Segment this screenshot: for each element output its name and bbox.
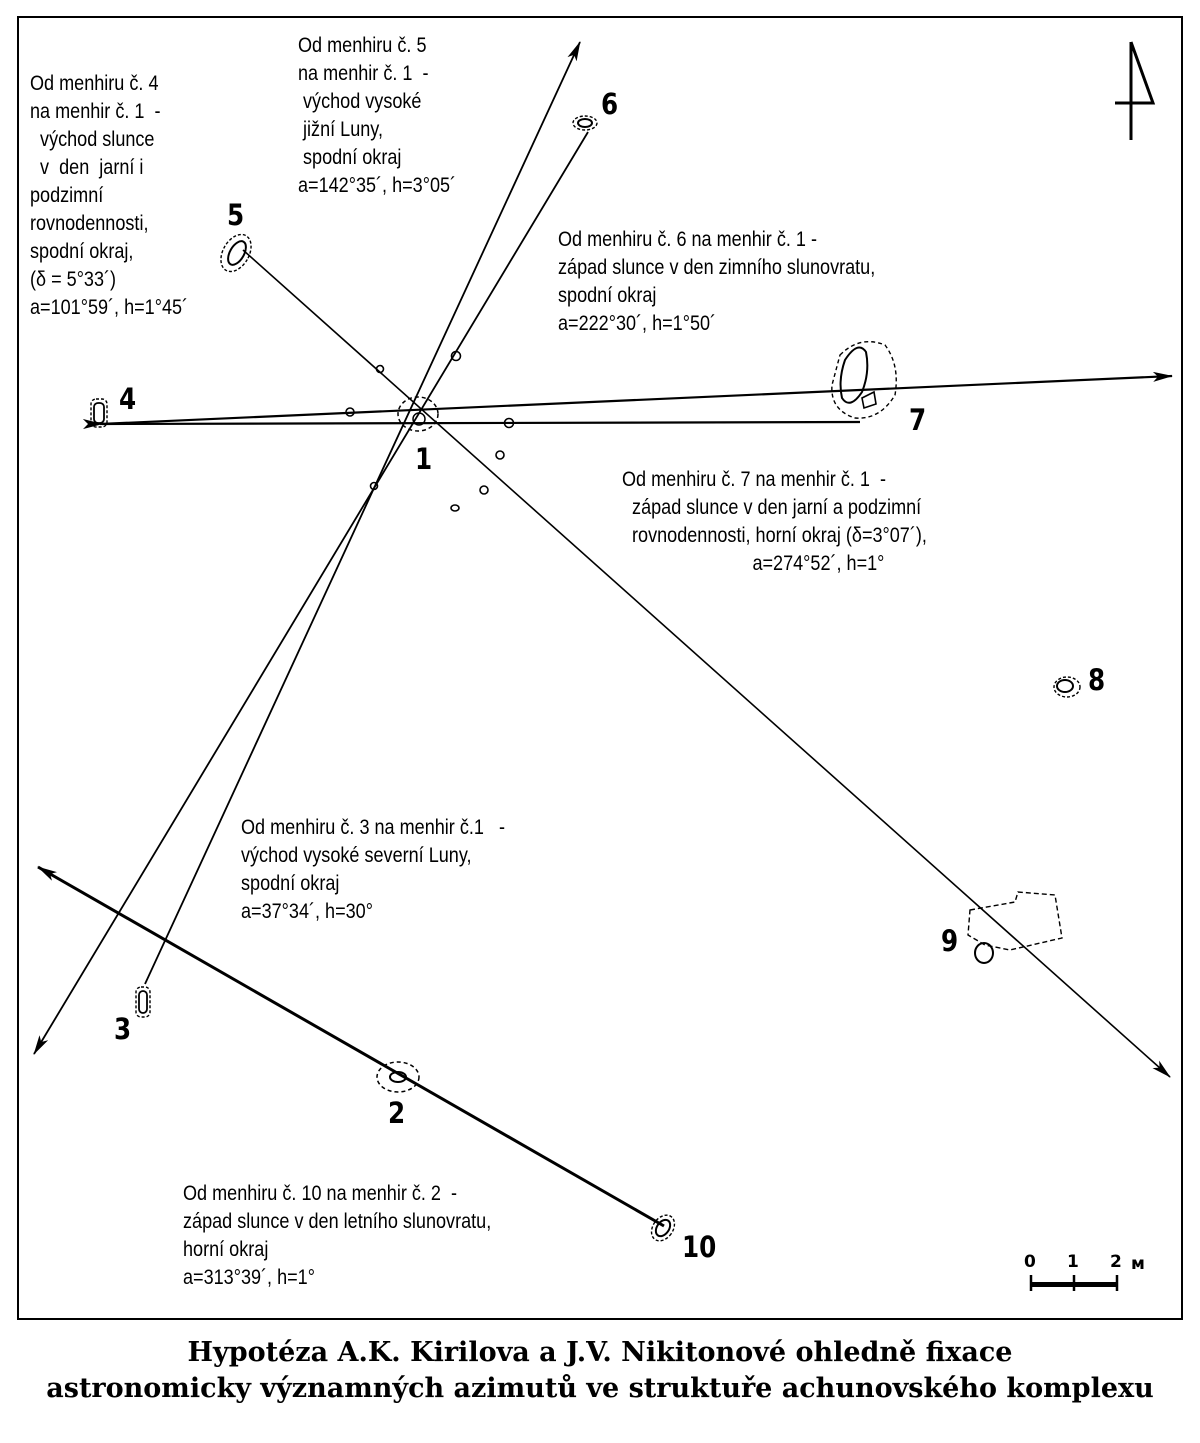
site-plan: [33, 41, 1173, 1291]
menhir-4: [90, 398, 108, 428]
note-menhir-5: Od menhiru č. 5 na menhir č. 1 - východ …: [298, 34, 457, 197]
caption-line-1: Hypotéza A.K. Kirilova a J.V. Nikitonové…: [187, 1337, 1013, 1368]
line-10-2: [37, 865, 665, 1228]
menhir-5: [220, 233, 252, 273]
line-3-1: [144, 41, 581, 985]
menhir-label-8: 8: [1088, 663, 1106, 697]
scale-bar: [1029, 1275, 1119, 1291]
note-menhir-3: Od menhiru č. 3 na menhir č.1 - východ v…: [241, 816, 505, 923]
line-6-1: [33, 131, 589, 1055]
menhir-7: [831, 341, 897, 419]
menhir-label-1: 1: [415, 442, 433, 476]
small-stones: [345, 350, 515, 512]
menhir-label-5: 5: [227, 198, 245, 232]
diagram-frame: [17, 16, 1183, 1320]
menhir-9: [967, 891, 1063, 964]
menhir-10: [650, 1214, 676, 1242]
note-menhir-7: Od menhiru č. 7 na menhir č. 1 - západ s…: [622, 468, 927, 575]
menhir-2: [376, 1061, 420, 1093]
line-5-1: [242, 249, 1171, 1078]
line-7-1: [99, 371, 1173, 426]
menhir-label-9: 9: [941, 924, 959, 958]
menhir-label-3: 3: [114, 1012, 132, 1046]
caption-line-2: astronomicky významných azimutů ve struk…: [46, 1373, 1154, 1404]
menhir-1: [397, 396, 439, 432]
scale-label-2: 2: [1110, 1252, 1122, 1272]
menhir-label-6: 6: [601, 87, 619, 121]
menhir-8: [1053, 676, 1081, 698]
figure-caption: Hypotéza A.K. Kirilova a J.V. Nikitonové…: [0, 1335, 1200, 1407]
note-menhir-4: Od menhiru č. 4 na menhir č. 1 - východ …: [30, 72, 189, 319]
scale-label-0: 0: [1024, 1252, 1036, 1272]
menhir-label-7: 7: [909, 403, 927, 437]
scale-label-1: 1: [1067, 1252, 1079, 1272]
note-menhir-6: Od menhiru č. 6 na menhir č. 1 - západ s…: [558, 228, 876, 335]
sight-lines: [33, 41, 1173, 1228]
scale-unit: м: [1131, 1254, 1145, 1274]
north-arrow-icon: [1115, 41, 1156, 140]
note-menhir-10: Od menhiru č. 10 na menhir č. 2 - západ …: [183, 1182, 492, 1289]
menhir-3: [135, 986, 151, 1018]
menhir-label-2: 2: [388, 1096, 406, 1130]
menhir-6: [572, 115, 598, 131]
menhir-label-10: 10: [682, 1230, 717, 1264]
line-4-1: [82, 419, 861, 430]
menhir-label-4: 4: [119, 382, 137, 416]
